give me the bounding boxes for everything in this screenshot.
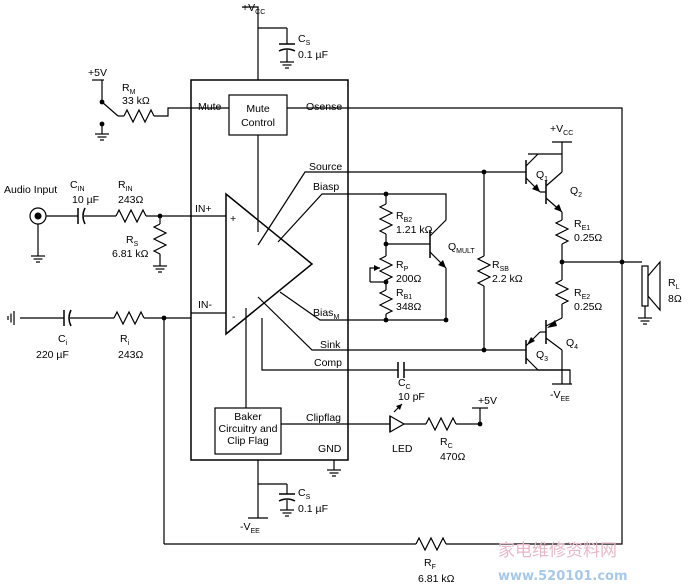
q3-label: Q3 — [536, 349, 548, 363]
cs-top-value: 0.1 µF — [298, 49, 328, 61]
re2-value: 0.25Ω — [574, 301, 602, 313]
resistor-ri — [113, 310, 145, 326]
plus5v-led: +5V — [478, 395, 497, 407]
pin-clipflag: Clipflag — [306, 412, 341, 424]
rf-name: RF — [424, 557, 436, 571]
resistor-re2 — [554, 279, 570, 305]
cs-top-name: CS — [298, 33, 311, 47]
mute-control-label-2: Control — [241, 117, 275, 129]
resistor-rb1 — [378, 289, 394, 315]
resistor-rs — [152, 223, 168, 255]
ci-value: 220 µF — [36, 349, 69, 361]
pin-osense: Osense — [306, 101, 342, 113]
rl-name: RL — [668, 277, 680, 291]
rsb-name: RSB — [492, 259, 509, 273]
pin-sink: Sink — [320, 339, 341, 351]
mute-control-label-1: Mute — [246, 103, 270, 115]
rb1-value: 348Ω — [396, 301, 422, 313]
q2-label: Q2 — [570, 185, 582, 199]
audio-input-label: Audio Input — [4, 184, 57, 196]
opamp-triangle — [225, 192, 314, 336]
ci-name: Ci — [58, 333, 68, 347]
rm-name: RM — [122, 82, 136, 96]
pin-mute: Mute — [198, 101, 222, 113]
rs-name: RS — [126, 234, 139, 248]
vee-bot-label: -VEE — [240, 521, 260, 535]
vcc-top-label: +VCC — [242, 2, 265, 16]
rin-name: RIN — [118, 179, 133, 193]
opamp-minus: - — [232, 311, 236, 323]
qmult-label: QMULT — [448, 241, 475, 255]
speaker-icon — [641, 265, 649, 307]
pin-gnd: GND — [318, 443, 342, 455]
resistor-re1 — [554, 219, 570, 245]
pin-in-minus: IN- — [198, 299, 213, 311]
rc-value: 470Ω — [440, 451, 466, 463]
rb2-value: 1.21 kΩ — [396, 224, 433, 236]
cin-name: CIN — [70, 179, 85, 193]
rp-name: RP — [396, 259, 409, 273]
q1-label: Q1 — [536, 169, 548, 183]
resistor-rf — [415, 536, 447, 552]
rl-value: 8Ω — [668, 293, 682, 305]
re2-name: RE2 — [574, 287, 590, 301]
resistor-rm — [123, 108, 155, 124]
baker-label-2: Circuitry and — [219, 423, 278, 435]
mute-control-block — [228, 94, 288, 136]
resistor-rb2 — [378, 203, 394, 235]
ri-value: 243Ω — [118, 349, 144, 361]
pin-biasm: BiasM — [313, 307, 339, 321]
watermark-url: www.520101.com — [498, 569, 628, 584]
resistor-rsb — [476, 255, 492, 287]
rin-value: 243Ω — [118, 194, 144, 206]
ic-body — [190, 79, 349, 461]
pin-source: Source — [309, 161, 342, 173]
led-label: LED — [392, 443, 413, 455]
vee-right-label: -VEE — [550, 389, 570, 403]
plus5v-mute: +5V — [88, 67, 107, 79]
vcc-right-label: +VCC — [550, 123, 573, 137]
rc-name: RC — [440, 436, 453, 450]
baker-label-1: Baker — [234, 411, 262, 423]
opamp-plus: + — [230, 213, 236, 225]
ri-name: Ri — [120, 333, 130, 347]
resistor-rin — [115, 208, 147, 224]
pin-comp: Comp — [314, 357, 342, 369]
re1-name: RE1 — [574, 218, 590, 232]
resistor-rc — [425, 416, 457, 432]
watermark-cn: 家电维修资料网 — [498, 541, 617, 561]
led-icon — [389, 414, 406, 434]
baker-block — [214, 407, 282, 455]
rp-value: 200Ω — [396, 273, 422, 285]
rs-value: 6.81 kΩ — [112, 248, 149, 260]
pin-biasp: Biasp — [313, 181, 339, 193]
cin-value: 10 µF — [72, 194, 99, 206]
rb1-name: RB1 — [396, 287, 412, 301]
rm-value: 33 kΩ — [122, 95, 150, 107]
potentiometer-rp — [378, 255, 394, 281]
rb2-name: RB2 — [396, 210, 412, 224]
cc-value: 10 pF — [398, 391, 425, 403]
cs-bot-value: 0.1 µF — [298, 503, 328, 515]
rsb-value: 2.2 kΩ — [492, 273, 523, 285]
cs-bot-name: CS — [298, 487, 311, 501]
q4-label: Q4 — [566, 337, 578, 351]
rf-value: 6.81 kΩ — [418, 573, 455, 585]
pin-in-plus: IN+ — [195, 203, 212, 215]
cc-name: CC — [398, 377, 411, 391]
baker-label-3: Clip Flag — [227, 435, 269, 447]
re1-value: 0.25Ω — [574, 232, 602, 244]
